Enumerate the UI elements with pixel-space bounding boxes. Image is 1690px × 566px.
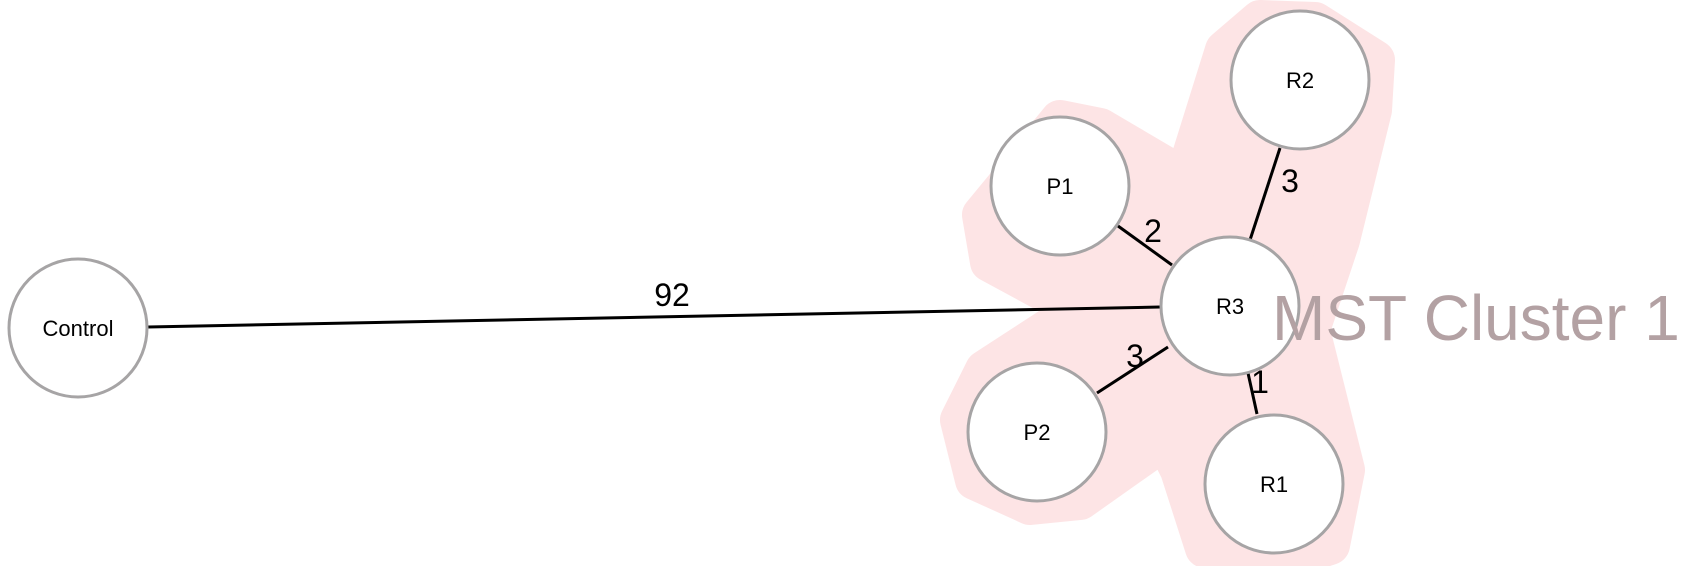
edge-p2-r3 xyxy=(1096,345,1169,395)
node-r3-circle xyxy=(1159,235,1301,377)
edge-labels: 92 2 3 3 1 xyxy=(654,163,1299,400)
node-p1-label: P1 xyxy=(1047,174,1074,199)
edge-label-r2-r3: 3 xyxy=(1281,163,1299,199)
node-control-label: Control xyxy=(43,316,114,341)
edge-r2-r3 xyxy=(1248,147,1282,241)
node-r2[interactable]: R2 xyxy=(1229,9,1371,151)
node-p2-label: P2 xyxy=(1024,420,1051,445)
edge-label-control-r3: 92 xyxy=(654,277,690,313)
edge-label-p2-r3: 3 xyxy=(1126,338,1144,374)
edge-label-p1-r3: 2 xyxy=(1144,213,1162,249)
node-p2[interactable]: P2 xyxy=(966,361,1108,503)
node-p1[interactable]: P1 xyxy=(989,115,1131,257)
nodes: Control R3 P1 P2 R1 R2 xyxy=(7,9,1371,555)
node-p1-circle xyxy=(989,115,1131,257)
node-r1[interactable]: R1 xyxy=(1203,413,1345,555)
node-r1-circle xyxy=(1203,413,1345,555)
node-control[interactable]: Control xyxy=(7,257,149,399)
node-r2-circle xyxy=(1229,9,1371,151)
node-p2-circle xyxy=(966,361,1108,503)
edge-label-r1-r3: 1 xyxy=(1251,364,1269,400)
edge-p1-r3 xyxy=(1117,224,1173,267)
node-r1-label: R1 xyxy=(1260,472,1288,497)
node-r3-label: R3 xyxy=(1216,294,1244,319)
node-r2-label: R2 xyxy=(1286,68,1314,93)
edges xyxy=(147,147,1282,415)
node-r3[interactable]: R3 xyxy=(1159,235,1301,377)
edge-control-r3 xyxy=(147,305,1161,329)
cluster-label: MST Cluster 1 xyxy=(1272,282,1680,354)
node-control-circle xyxy=(7,257,149,399)
edge-r1-r3 xyxy=(1246,372,1259,415)
